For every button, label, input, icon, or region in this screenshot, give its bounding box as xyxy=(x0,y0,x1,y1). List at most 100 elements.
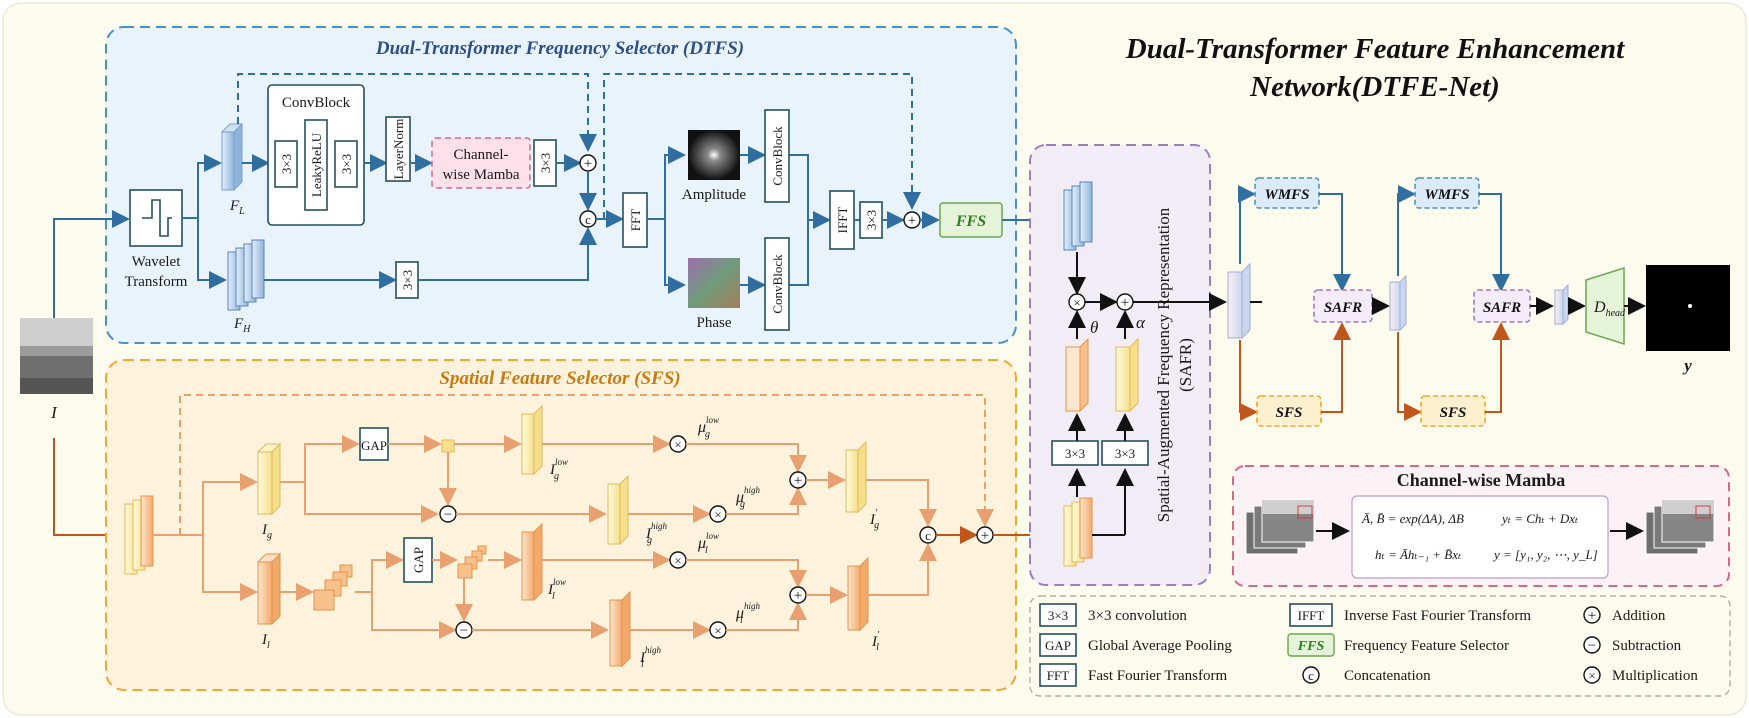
feature-il-prime xyxy=(847,556,869,632)
title-line1: Dual-Transformer Feature Enhancement xyxy=(1125,33,1625,65)
mamba-label-2: wise Mamba xyxy=(442,167,519,183)
legend-item-fft: FFT Fast Fourier Transform xyxy=(1039,663,1228,687)
svg-text:SAFR: SAFR xyxy=(1324,300,1362,316)
svg-text:3×3 convolution: 3×3 convolution xyxy=(1088,608,1187,624)
amplitude-label: Amplitude xyxy=(682,187,747,203)
svg-text:×: × xyxy=(714,507,721,522)
svg-text:FH: FH xyxy=(233,316,251,335)
gap-block-2 xyxy=(403,537,433,583)
conv3x3-b-label: 3×3 xyxy=(339,154,354,174)
safr-feature-theta xyxy=(1065,337,1089,413)
svg-text:Frequency Feature Selector: Frequency Feature Selector xyxy=(1344,638,1509,654)
svg-text:Fast Fourier Transform: Fast Fourier Transform xyxy=(1088,668,1228,684)
svg-text:SAFR: SAFR xyxy=(1483,300,1521,316)
svg-text:+: + xyxy=(1588,608,1596,624)
svg-text:3×3: 3×3 xyxy=(1115,446,1135,461)
sfs-panel xyxy=(105,359,1017,691)
wavelet-icon xyxy=(142,199,172,237)
fl-label: F xyxy=(229,198,240,214)
conv3x3-b xyxy=(334,140,358,188)
svg-text:c: c xyxy=(585,212,591,227)
fft-block xyxy=(622,192,648,248)
wavelet-label-2: Transform xyxy=(125,274,188,290)
sfs-input-features xyxy=(124,495,154,575)
sfs-title: Spatial Feature Selector (SFS) xyxy=(439,368,680,389)
gap-label-1: GAP xyxy=(361,438,387,453)
svg-text:Inverse Fast Fourier Transform: Inverse Fast Fourier Transform xyxy=(1344,608,1531,624)
gap-block-1 xyxy=(359,427,389,461)
svg-text:SFS: SFS xyxy=(1276,405,1303,421)
mamba-eq-1a: Ā, B̄ = exp(ΔA), ΔB xyxy=(1361,511,1464,526)
legend-item-add: + Addition xyxy=(1583,606,1666,624)
safr-feature-alpha xyxy=(1115,337,1139,413)
svg-text:×: × xyxy=(674,437,681,452)
alpha-label: α xyxy=(1136,313,1146,332)
legend-item-subtract: − Subtraction xyxy=(1583,636,1682,654)
amplitude-spectrum xyxy=(688,130,740,180)
svg-text:Addition: Addition xyxy=(1612,608,1666,624)
svg-text:Global Average Pooling: Global Average Pooling xyxy=(1088,638,1232,654)
conv3x3-c-label: 3×3 xyxy=(538,153,553,173)
svg-text:×: × xyxy=(714,623,721,638)
conv3x3-e-label: 3×3 xyxy=(864,210,879,230)
svg-text:+: + xyxy=(981,528,989,544)
svg-text:I'g: I'g xyxy=(869,508,879,531)
wavelet-label-1: Wavelet xyxy=(132,254,182,270)
svg-text:×: × xyxy=(1588,668,1595,683)
mamba-output-stack xyxy=(1645,499,1715,555)
input-label: I xyxy=(50,403,58,422)
mamba-eq-2a: hₜ = Āhₜ₋₁ + B̄xₜ xyxy=(1375,547,1462,562)
leakyrelu-label: LeakyReLU xyxy=(309,132,324,197)
wavelet-transform-block xyxy=(129,189,183,247)
fused-feature-1 xyxy=(1227,262,1251,340)
layernorm-block xyxy=(385,116,411,182)
conv3x3-a xyxy=(274,140,298,188)
fh-sub: H xyxy=(242,324,251,335)
svg-text:+: + xyxy=(794,473,802,489)
svg-text:FFT: FFT xyxy=(1047,668,1069,683)
svg-text:FL: FL xyxy=(229,198,245,217)
svg-text:−: − xyxy=(1588,638,1596,654)
phase-spectrum xyxy=(688,258,740,308)
phase-label: Phase xyxy=(697,315,732,331)
svg-text:FFS: FFS xyxy=(1297,639,1325,654)
svg-text:×: × xyxy=(674,553,681,568)
feature-ig-high xyxy=(607,474,629,546)
svg-text:3×3: 3×3 xyxy=(1065,446,1085,461)
output-map xyxy=(1646,265,1730,351)
feature-fl xyxy=(220,122,244,192)
mamba-eq-2b: y = [y₁, y₂, ⋯, y_L] xyxy=(1492,547,1598,562)
mamba-eq-1b: yₜ = Chₜ + Dxₜ xyxy=(1500,511,1579,526)
legend-item-concat: c Concatenation xyxy=(1302,666,1431,684)
fl-sub: L xyxy=(238,206,245,217)
feature-ig-prime xyxy=(845,440,867,514)
svg-text:+: + xyxy=(908,213,916,229)
safr-spatial-features xyxy=(1063,497,1093,567)
legend-item-ffs: FFS Frequency Feature Selector xyxy=(1287,633,1509,657)
svg-text:−: − xyxy=(444,507,452,523)
ifft-label: IFFT xyxy=(835,207,850,234)
feature-il xyxy=(256,552,282,626)
conv3x3-a-label: 3×3 xyxy=(279,154,294,174)
legend-item-multiply: × Multiplication xyxy=(1583,666,1698,684)
svg-text:Dhead: Dhead xyxy=(1593,299,1626,319)
conv3x3-d-label: 3×3 xyxy=(400,270,415,290)
safr-conv3x3-a xyxy=(1051,440,1099,466)
svg-text:c: c xyxy=(1308,668,1314,683)
fh-label: F xyxy=(233,316,244,332)
feature-il-high xyxy=(609,590,631,668)
channel-wise-mamba-block xyxy=(431,137,531,189)
legend-panel xyxy=(1029,595,1731,697)
title-line2: Network(DTFE-Net) xyxy=(1249,71,1500,103)
svg-text:I'l: I'l xyxy=(871,630,880,653)
target-dot xyxy=(1688,304,1692,308)
feature-fh xyxy=(227,239,265,311)
svg-text:IFFT: IFFT xyxy=(1298,608,1325,623)
legend-item-conv: 3×3 3×3 convolution xyxy=(1039,603,1187,627)
svg-text:−: − xyxy=(460,623,468,639)
